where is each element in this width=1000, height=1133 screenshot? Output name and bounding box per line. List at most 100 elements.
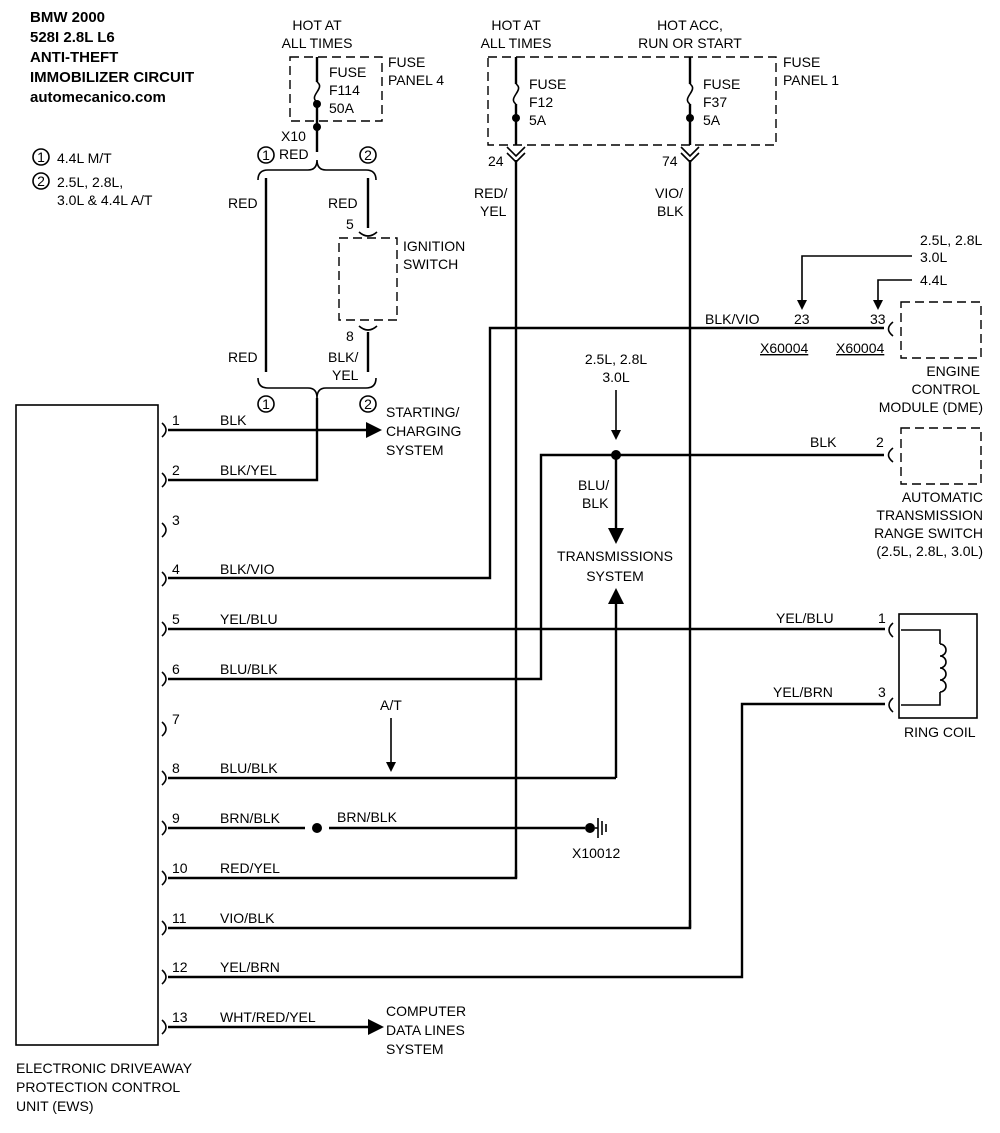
transmission-range-switch: 2.5L, 2.8L 3.0L BLK 2 AUTOMATIC TRANSMIS…: [578, 351, 983, 559]
wire-color-label: BLK/VIO: [705, 311, 760, 327]
component-label: ELECTRONIC DRIVEAWAY: [16, 1060, 193, 1076]
ews-pin-number: 5: [172, 611, 180, 627]
ews-pin-wire-label: YEL/BLU: [220, 611, 278, 627]
pin-connector-symbol: [161, 522, 167, 538]
system-label: TRANSMISSIONS: [557, 548, 673, 564]
pin-number: 2: [876, 434, 884, 450]
pin-connector-symbol: [161, 969, 167, 985]
system-label: SYSTEM: [386, 442, 444, 458]
ring-coil: YEL/BLU 1 YEL/BRN 3 RING COIL: [773, 610, 978, 740]
ews-pin-number: 8: [172, 760, 180, 776]
connector-label: X60004: [836, 340, 884, 356]
component-label: CONTROL: [912, 381, 981, 397]
wire-red-yel-pin10: [168, 870, 518, 880]
component-label: ENGINE: [926, 363, 980, 379]
option-marker: [359, 395, 377, 413]
fuse-panel-label: PANEL 1: [783, 72, 839, 88]
wire-color-label: BLK/: [328, 349, 358, 365]
ews-pin-number: 2: [172, 462, 180, 478]
fuse-label: F37: [703, 94, 727, 110]
component-label: AUTOMATIC: [902, 489, 983, 505]
ews-box: [15, 404, 159, 1046]
wire-color-label: YEL: [332, 367, 359, 383]
pin-connector-symbol: [161, 671, 167, 687]
ews-control-unit: ELECTRONIC DRIVEAWAY PROTECTION CONTROL …: [15, 404, 193, 1114]
power-source-label: ALL TIMES: [481, 35, 552, 51]
ignition-switch-box: [338, 237, 398, 321]
connector-symbol: [887, 321, 894, 337]
pin-number: 8: [346, 328, 354, 344]
connector-symbol: [888, 697, 894, 713]
fuse-terminal: [512, 114, 520, 122]
component-label: IGNITION: [403, 238, 465, 254]
ews-pin-number: 3: [172, 512, 180, 528]
wire-blk-yel-pin2: [168, 398, 319, 482]
wire-vio-blk-pin11: [168, 920, 692, 930]
ews-pin-wire-label: RED/YEL: [220, 860, 280, 876]
pin-number: 1: [878, 610, 886, 626]
fuse-label: FUSE: [329, 64, 366, 80]
connector-label: X10012: [572, 845, 620, 861]
option-marker: [257, 395, 275, 413]
option-number: 2: [364, 147, 372, 163]
note-arrowhead: [797, 300, 807, 310]
coil-icon: [939, 643, 947, 693]
wire-color-label: BLK: [582, 495, 609, 511]
fuse-panel-1: HOT AT ALL TIMES HOT ACC, RUN OR START F…: [474, 17, 839, 219]
option-number: 1: [262, 396, 270, 412]
ews-pin-number: 4: [172, 561, 180, 577]
connector-symbol: [680, 146, 700, 158]
wire-color-label: YEL: [480, 203, 507, 219]
range-switch-box: [900, 427, 982, 485]
wire-color-label: RED: [228, 349, 258, 365]
wire-color-label: RED: [228, 195, 258, 211]
option-marker: [359, 146, 377, 164]
fuse-label: F12: [529, 94, 553, 110]
note-leader: [877, 279, 912, 306]
arrowhead: [366, 422, 382, 438]
ews-pin-wire-label: BLU/BLK: [220, 661, 278, 677]
ground-terminal: [585, 823, 595, 833]
ground-icon: [595, 818, 607, 838]
component-label: UNIT (EWS): [16, 1098, 94, 1114]
legend-text: 3.0L & 4.4L A/T: [57, 192, 153, 208]
fuse-label: 5A: [529, 112, 547, 128]
ews-pin-number: 1: [172, 412, 180, 428]
connector-dot: [313, 123, 321, 131]
pin-connector-symbol: [161, 571, 167, 587]
wire-color-label: YEL/BRN: [773, 684, 833, 700]
power-source-label: RUN OR START: [638, 35, 742, 51]
title-line: ANTI-THEFT: [30, 49, 118, 66]
ews-pin-wire-label: YEL/BRN: [220, 959, 280, 975]
wire-color-label: YEL/BLU: [776, 610, 834, 626]
fuse-symbol: [512, 83, 520, 105]
note-arrowhead: [386, 762, 396, 772]
legend-number: 2: [37, 173, 45, 189]
transmissions-system: TRANSMISSIONS SYSTEM: [557, 455, 673, 778]
fuse-panel-label: FUSE: [783, 54, 820, 70]
pin-connector-symbol: [161, 721, 167, 737]
connector-symbol: [358, 325, 378, 331]
fuse-label: FUSE: [529, 76, 566, 92]
component-label: RING COIL: [904, 724, 976, 740]
component-label: MODULE (DME): [879, 399, 983, 415]
pin-connector-symbol: [161, 621, 167, 637]
ews-pin-wire-label: BLK/YEL: [220, 462, 277, 478]
arrowhead: [608, 588, 624, 604]
legend-marker: [32, 172, 50, 190]
pin-connector-symbol: [161, 422, 167, 438]
system-label: COMPUTER: [386, 1003, 466, 1019]
pin-number: 5: [346, 216, 354, 232]
option-bracket-top: 1 2: [257, 146, 377, 181]
title-line: 528I 2.8L L6: [30, 29, 115, 46]
ews-pin-number: 11: [172, 910, 187, 926]
ecm-box: [900, 301, 982, 359]
note-arrowhead: [873, 300, 883, 310]
fuse-panel-box: [289, 56, 383, 122]
ews-pin-number: 12: [172, 959, 188, 975]
connector-symbol: [888, 622, 894, 638]
note-label: 4.4L: [920, 272, 947, 288]
power-source-label: ALL TIMES: [282, 35, 353, 51]
pin-connector-symbol: [161, 472, 167, 488]
ews-pin-wire-label: WHT/RED/YEL: [220, 1009, 316, 1025]
